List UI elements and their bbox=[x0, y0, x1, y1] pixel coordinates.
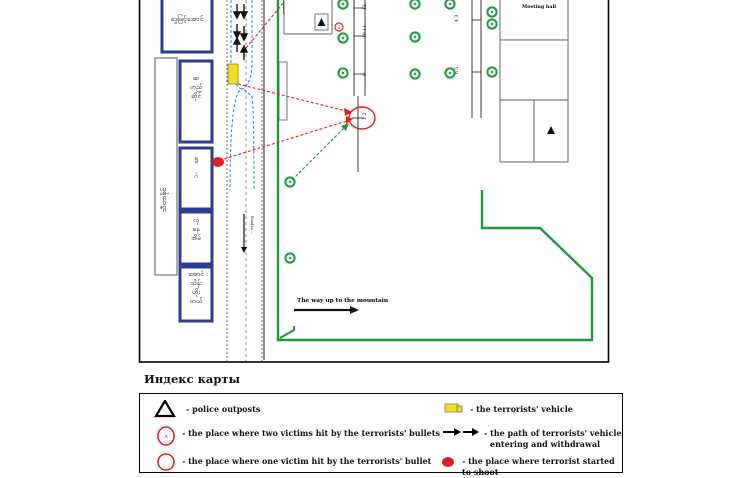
vehicle-path-blue-1 bbox=[230, 0, 255, 191]
map-diagram: သီတာစိုင် ဒွေမြင့်အောင် ဆတည်ဆိုင်ရှုဂဲလု… bbox=[138, 0, 610, 363]
side-building-label: သီတာစိုင် bbox=[160, 187, 169, 212]
svg-text:A: A bbox=[163, 434, 168, 440]
svg-text:4 3: 4 3 bbox=[454, 15, 460, 22]
green-marker-dot bbox=[288, 180, 292, 184]
legend-shooting: - the place where terrorist started to s… bbox=[462, 456, 615, 477]
green-marker-dot bbox=[288, 256, 292, 260]
way-label: The way up to the mountain bbox=[297, 298, 389, 304]
building-1: ဒွေမြင့်အောင် bbox=[160, 0, 214, 54]
legend-single-victim: - the place where one victim hit by the … bbox=[182, 456, 432, 466]
legend-vehicle: - the terrorists' vehicle bbox=[470, 404, 573, 414]
building-b3-label: ရှုဂဲ bbox=[194, 154, 199, 180]
svg-text:9: 9 bbox=[362, 73, 368, 76]
green-marker-dot bbox=[341, 2, 345, 6]
building-2 bbox=[178, 59, 214, 144]
svg-text:12: 12 bbox=[362, 4, 368, 10]
victim-single bbox=[334, 22, 344, 32]
green-marker-dot bbox=[490, 22, 494, 26]
svg-text:10 11: 10 11 bbox=[362, 25, 368, 38]
terrorist-vehicle bbox=[227, 63, 239, 85]
building-5 bbox=[178, 265, 214, 323]
green-marker-dot bbox=[448, 71, 452, 75]
svg-text:A: A bbox=[337, 26, 341, 30]
building-b2-label: ဆတည်ဆိုင် bbox=[190, 74, 203, 101]
legend-vehicle-icon bbox=[444, 403, 463, 413]
shooting-start bbox=[212, 157, 224, 167]
map-frame bbox=[138, 0, 610, 363]
legend-victims-icon: A bbox=[157, 426, 175, 446]
green-marker-dot bbox=[413, 2, 417, 6]
compound-fence bbox=[276, 0, 594, 342]
legend-path-icon bbox=[443, 428, 479, 436]
police-outpost-1 bbox=[314, 13, 329, 31]
legend-path-line2: entering and withdrawal bbox=[490, 439, 601, 449]
index-title: Индекс карты bbox=[144, 372, 241, 386]
building-b5-label: အောင်သိန်းဟိုးတယ် bbox=[188, 270, 204, 305]
legend-shooting-icon bbox=[442, 457, 454, 467]
svg-text:6 5: 6 5 bbox=[454, 67, 460, 74]
compound-building-right-2 bbox=[499, 39, 569, 101]
compound-building-right-3 bbox=[499, 99, 535, 163]
legend-path: - the path of terrorists' vehicle bbox=[484, 428, 622, 438]
legend-victims: - the place where two victims hit by the… bbox=[182, 428, 440, 438]
building-3 bbox=[178, 146, 214, 211]
legend-triangle-icon bbox=[154, 400, 176, 418]
building-4 bbox=[178, 210, 214, 266]
road-label: Road to ... bbox=[250, 216, 254, 234]
svg-text:1 2: 1 2 bbox=[362, 113, 368, 120]
side-building bbox=[154, 57, 178, 276]
meeting-hall-label: Meeting hall bbox=[522, 4, 556, 10]
vehicle-path-blue-2 bbox=[229, 0, 253, 191]
roadside-kiosk bbox=[278, 61, 288, 121]
legend-police: - police outposts bbox=[186, 404, 261, 414]
green-marker-dot bbox=[413, 35, 417, 39]
building-b4-label: လုနေအိမ် bbox=[191, 216, 201, 242]
compound-building-right-4 bbox=[533, 99, 569, 163]
green-marker-dot bbox=[341, 36, 345, 40]
building-1-label: ဒွေမြင့်အောင် bbox=[171, 14, 205, 24]
green-marker-dot bbox=[341, 71, 345, 75]
road-arrows bbox=[232, 4, 249, 60]
green-marker-dot bbox=[490, 10, 494, 14]
green-marker-dot bbox=[413, 72, 417, 76]
legend-box: - police outposts - the terrorists' vehi… bbox=[139, 393, 623, 477]
legend-single-victim-icon bbox=[157, 453, 175, 471]
green-marker-dot bbox=[448, 2, 452, 6]
police-outpost-2 bbox=[547, 126, 555, 134]
green-marker-dot bbox=[490, 70, 494, 74]
